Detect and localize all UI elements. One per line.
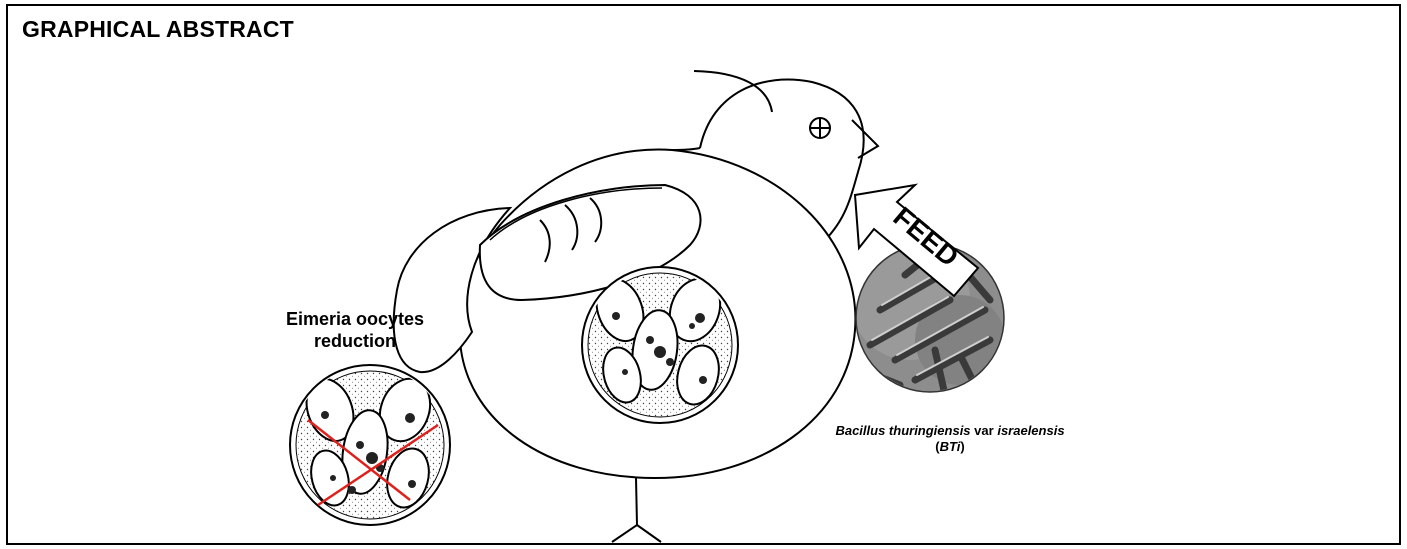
bti-var-word: var [974, 423, 994, 438]
bti-caption: Bacillus thuringiensis var israelensis (… [790, 423, 1110, 455]
bti-abbr: BTi [940, 439, 961, 454]
bti-species: Bacillus thuringiensis [835, 423, 970, 438]
chick-legs [612, 478, 661, 542]
eimeria-reduction-label: Eimeria oocytes reduction [255, 308, 455, 352]
bti-caption-line1: Bacillus thuringiensis var israelensis [790, 423, 1110, 439]
head-crest [694, 71, 772, 112]
eimeria-label-line2: reduction [255, 330, 455, 352]
beak [852, 120, 878, 158]
eimeria-label-line1: Eimeria oocytes [255, 308, 455, 330]
oocyst-in-body [582, 267, 738, 423]
bti-variety: israelensis [997, 423, 1064, 438]
eye-icon [810, 118, 830, 138]
bti-abbr-close: ) [960, 439, 964, 454]
oocyst-reduced [290, 365, 450, 525]
bti-caption-line2: (BTi) [790, 439, 1110, 455]
